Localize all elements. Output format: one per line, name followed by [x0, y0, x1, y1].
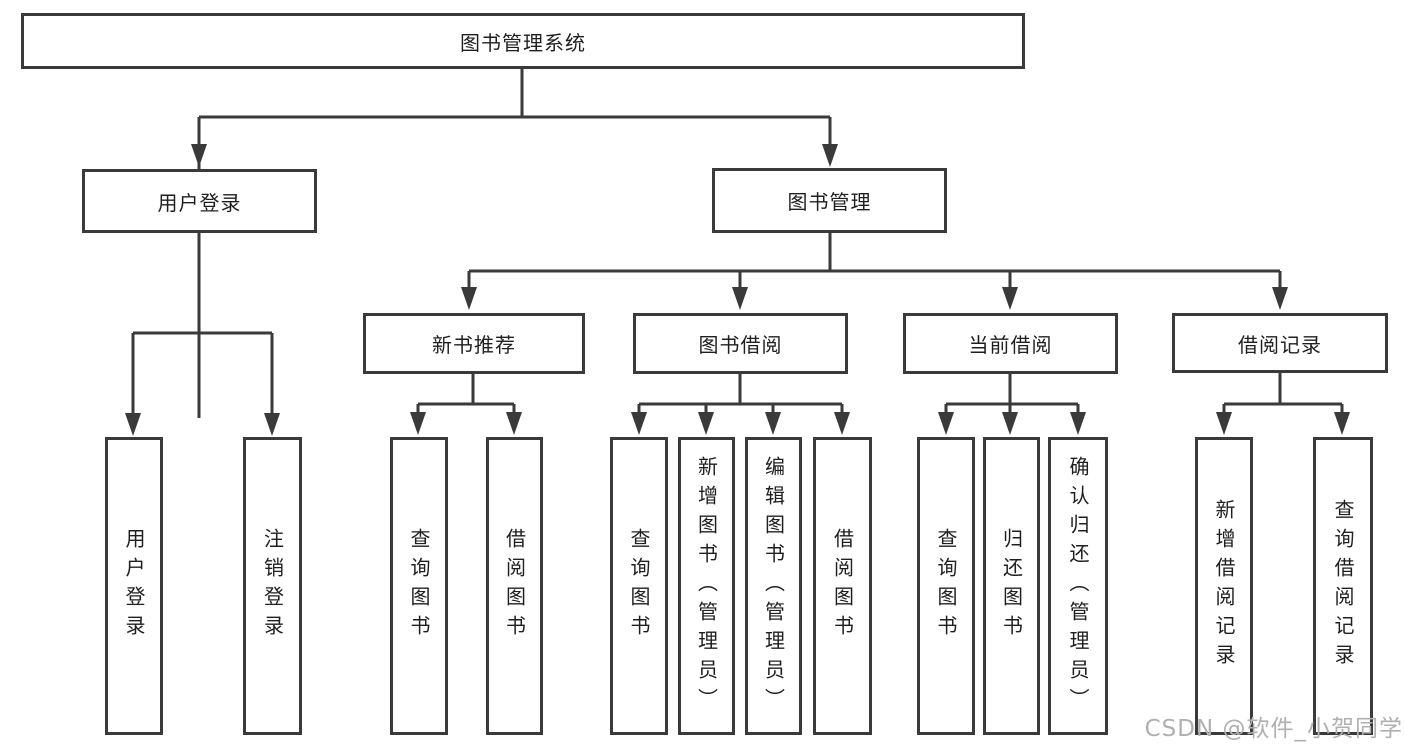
arrow-g4-c0: [1216, 412, 1232, 435]
arrow-g3-c1: [1002, 412, 1018, 435]
arrow-g2-c1: [698, 412, 714, 435]
node-query-books-recommend: 查询图书: [390, 437, 448, 735]
arrow-to-user-login: [191, 144, 207, 167]
arrow-g2-c2: [765, 412, 781, 435]
arrow-to-book-management: [822, 144, 838, 167]
arrow-g2-c0: [631, 412, 647, 435]
node-book-borrowing: 图书借阅: [633, 313, 848, 374]
watermark-csdn: CSDN @软件_小贺同学: [1144, 716, 1403, 742]
connector-current-borrowing-group: [944, 372, 1080, 420]
node-confirm-return-admin: 确认归还（管理员）: [1048, 437, 1108, 735]
arrow-g3-c2: [1070, 412, 1086, 435]
node-book-management: 图书管理: [712, 168, 947, 233]
arrow-g3-c0: [938, 412, 954, 435]
node-current-borrowing: 当前借阅: [903, 313, 1118, 374]
arrow-g1-c0: [410, 412, 426, 435]
node-query-books-current: 查询图书: [917, 437, 975, 735]
arrow-to-login-leaf: [125, 413, 141, 436]
arrow-to-logout-leaf: [264, 413, 280, 436]
node-borrowing-records: 借阅记录: [1172, 313, 1388, 373]
node-new-book-recommendation: 新书推荐: [363, 313, 585, 374]
connector-user-login-group: [131, 231, 274, 420]
node-library-system: 图书管理系统: [21, 13, 1025, 69]
arrow-to-new-book-recommendation: [461, 287, 477, 310]
arrow-to-borrowing-records: [1272, 287, 1288, 310]
node-borrow-books-borrowing: 借阅图书: [813, 437, 872, 735]
node-add-books-admin: 新增图书（管理员）: [678, 437, 735, 735]
node-query-borrow-record: 查询借阅记录: [1313, 437, 1373, 735]
arrow-to-book-borrowing: [732, 287, 748, 310]
node-add-borrow-record: 新增借阅记录: [1195, 437, 1253, 735]
connector-new-book-group: [416, 372, 516, 420]
node-return-books: 归还图书: [983, 437, 1040, 735]
arrow-g2-c3: [834, 412, 850, 435]
connector-book-borrowing-group: [637, 372, 844, 420]
node-query-books-borrowing: 查询图书: [610, 437, 668, 735]
node-borrow-books-recommend: 借阅图书: [486, 437, 543, 735]
connector-borrowing-records-group: [1222, 372, 1344, 420]
arrow-to-current-borrowing: [1002, 287, 1018, 310]
node-user-login: 用户登录: [82, 169, 317, 233]
arrow-g1-c1: [506, 412, 522, 435]
arrow-g4-c1: [1334, 412, 1350, 435]
connector-book-management-group: [467, 231, 1282, 293]
node-logout-leaf: 注销登录: [243, 437, 302, 735]
node-edit-books-admin: 编辑图书（管理员）: [745, 437, 802, 735]
node-login-leaf: 用户登录: [105, 437, 163, 735]
